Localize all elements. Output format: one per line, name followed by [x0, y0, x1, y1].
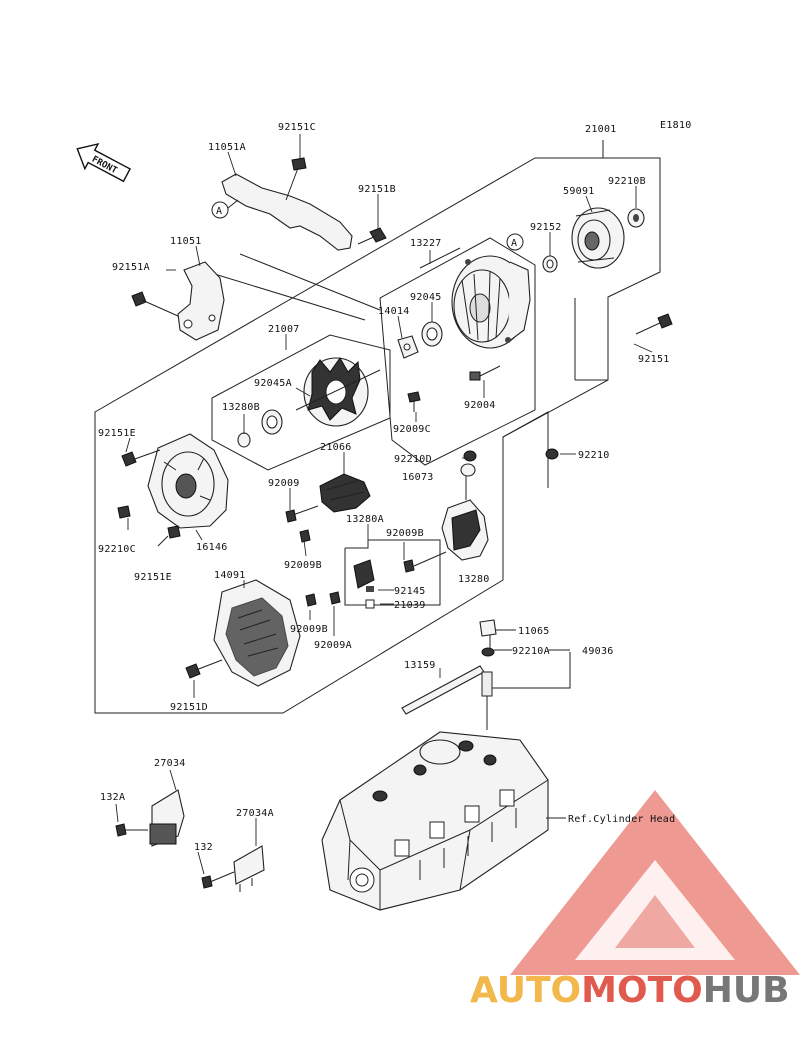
pulley-group [542, 207, 645, 273]
glow-plug-group [401, 619, 497, 730]
label-92151d: 92151D [170, 702, 208, 713]
label-14091: 14091 [214, 570, 246, 581]
label-13227: 13227 [410, 238, 442, 249]
front-arrow: FRONT [76, 142, 131, 183]
stud-92004 [469, 365, 501, 381]
label-21007: 21007 [268, 324, 300, 335]
bearing-92045 [421, 321, 443, 347]
label-59091: 59091 [563, 186, 595, 197]
label-92004: 92004 [464, 400, 496, 411]
label-92045: 92045 [410, 292, 442, 303]
label-92210b: 92210B [608, 176, 646, 187]
nut-92210 [545, 448, 559, 460]
part-labels: 21001 92151C 11051A 92151B 59091 92210B … [98, 122, 675, 853]
label-21001: 21001 [585, 124, 617, 135]
label-27034a: 27034A [236, 808, 274, 819]
bracket-11051 [131, 261, 225, 341]
label-132a: 132A [100, 792, 125, 803]
relay-27034a [201, 845, 265, 892]
watermark: AUTOMOTOHUB [470, 790, 800, 1011]
label-92210a: 92210A [512, 646, 550, 657]
front-housing-13227: A [451, 233, 531, 349]
label-16073: 16073 [402, 472, 434, 483]
label-92210: 92210 [578, 450, 610, 461]
circle-marker-a-right-label: A [511, 238, 517, 249]
label-13159: 13159 [404, 660, 436, 671]
assembly-frames [94, 140, 661, 714]
cylinder-head [321, 731, 549, 911]
label-13280: 13280 [458, 574, 490, 585]
label-132: 132 [194, 842, 213, 853]
rotor-21007 [237, 357, 381, 448]
brush-holder-21066 [285, 473, 371, 543]
circle-marker-a-left [211, 201, 229, 219]
connector-13280a [305, 559, 375, 609]
label-16146: 16146 [196, 542, 228, 553]
label-21039: 21039 [394, 600, 426, 611]
label-92009a: 92009A [314, 640, 352, 651]
label-92151e-mid: 92151E [134, 572, 172, 583]
watermark-auto: AUTO [470, 970, 581, 1011]
bracket-11051a: A [211, 157, 353, 251]
label-92009b-a: 92009B [386, 528, 424, 539]
label-92151c: 92151C [278, 122, 316, 133]
rear-housing-16146 [117, 433, 229, 547]
label-21066: 21066 [320, 442, 352, 453]
label-27034: 27034 [154, 758, 186, 769]
circle-marker-a-left-label: A [216, 206, 222, 217]
label-92009: 92009 [268, 478, 300, 489]
label-92210d: 92210D [394, 454, 432, 465]
regulator-13280 [403, 450, 489, 573]
label-92009c: 92009C [393, 424, 431, 435]
label-92151e-top: 92151E [98, 428, 136, 439]
watermark-triangle-core [615, 895, 695, 948]
watermark-hub: HUB [703, 970, 790, 1011]
label-92151a: 92151A [112, 262, 150, 273]
label-92009b-b: 92009B [284, 560, 322, 571]
label-11051: 11051 [170, 236, 202, 247]
label-13280a: 13280A [346, 514, 384, 525]
plate-14014 [397, 335, 419, 359]
front-arrow-icon [76, 142, 131, 183]
reference-note: Ref.Cylinder Head [568, 814, 675, 825]
diagram-code: E1810 [660, 120, 692, 131]
rectifier-14091 [185, 579, 301, 687]
label-92152: 92152 [530, 222, 562, 233]
circle-marker-a-right [506, 233, 524, 251]
label-49036: 49036 [582, 646, 614, 657]
label-11065: 11065 [518, 626, 550, 637]
label-14014: 14014 [378, 306, 410, 317]
bolt-92151b [357, 227, 387, 245]
svg-text:AUTOMOTOHUB: AUTOMOTOHUB [470, 970, 790, 1011]
bolt-92151 [635, 313, 673, 335]
label-13280b: 13280B [222, 402, 260, 413]
label-92151: 92151 [638, 354, 670, 365]
leader-lines [115, 134, 653, 875]
label-11051a: 11051A [208, 142, 246, 153]
relay-27034 [115, 789, 185, 847]
label-92009b-c: 92009B [290, 624, 328, 635]
screw-92009c [407, 391, 421, 412]
watermark-moto: MOTO [581, 970, 703, 1011]
label-92151b: 92151B [358, 184, 396, 195]
label-92045a: 92045A [254, 378, 292, 389]
label-92145: 92145 [394, 586, 426, 597]
label-92210c: 92210C [98, 544, 136, 555]
